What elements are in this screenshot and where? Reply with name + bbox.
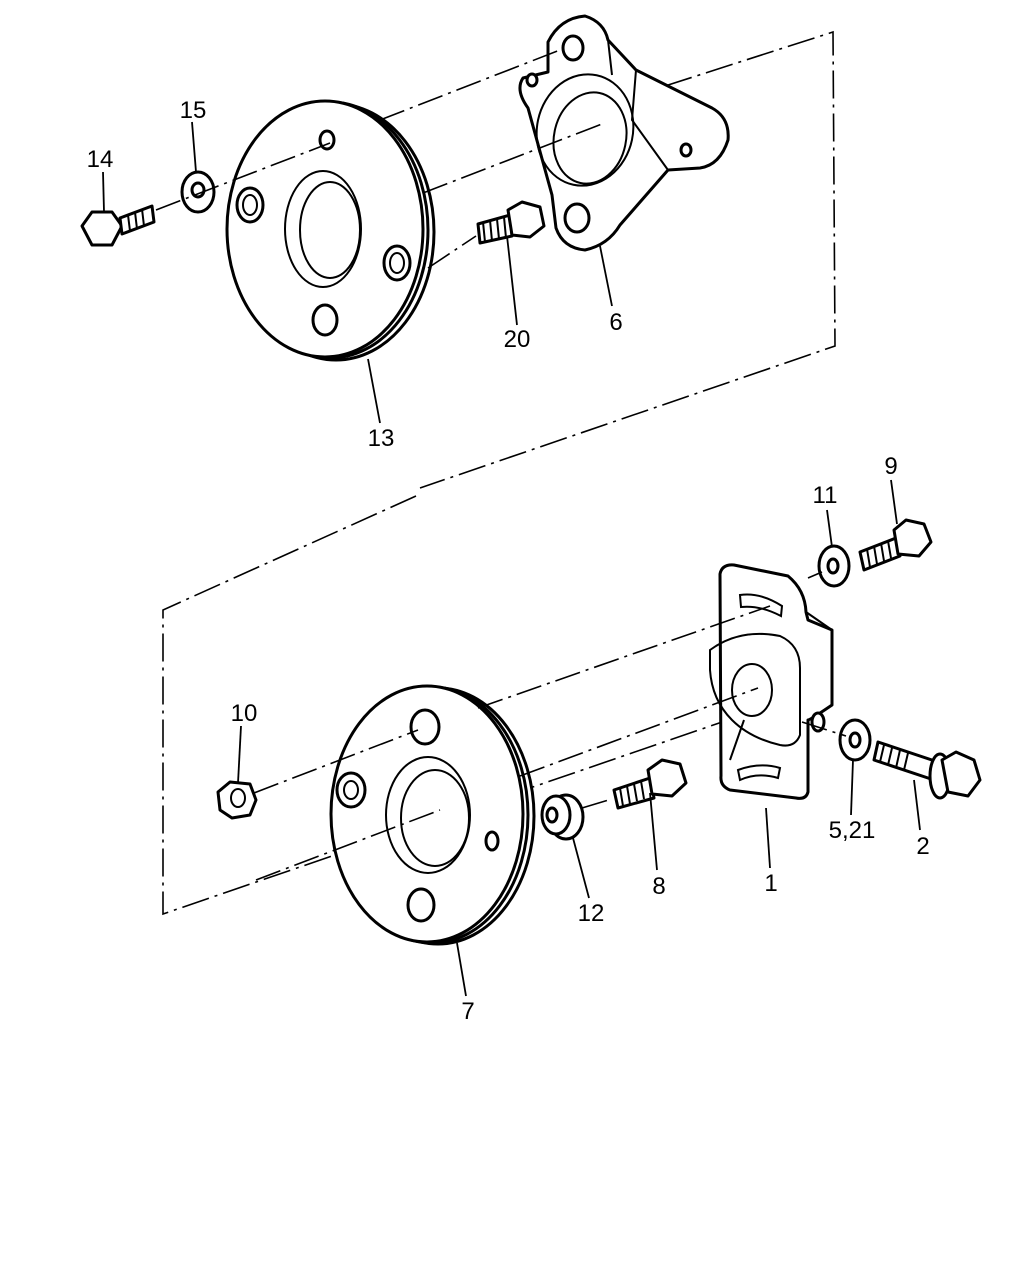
callout-2: 2: [916, 833, 929, 860]
callout-9: 9: [884, 453, 897, 480]
callout-12: 12: [578, 900, 605, 927]
part-2-flange-bolt: [872, 740, 982, 800]
callout-7: 7: [461, 998, 474, 1025]
lower-assembly-axes: [253, 571, 847, 881]
callout-1: 1: [764, 870, 777, 897]
part-8-bolt: [612, 758, 688, 810]
part-1-adjusting-plate: [709, 563, 834, 800]
callout-13: 13: [368, 425, 395, 452]
upper-assembly-axes: [155, 49, 603, 269]
callout-leaders: [102, 121, 921, 997]
callout-11: 11: [813, 482, 838, 509]
part-5-21-washer: [838, 718, 872, 762]
callout-8: 8: [652, 873, 665, 900]
part-20-bolt: [476, 200, 546, 245]
part-15-washer: [180, 170, 216, 214]
part-11-washer: [817, 544, 851, 588]
callout-10: 10: [231, 700, 258, 727]
part-13-flange-plate: [225, 99, 436, 362]
callout-6: 6: [609, 309, 622, 336]
callout-5-21: 5,21: [829, 817, 876, 844]
callout-labels: 14 15 20 6 13 11 9 10 1 8 12 7 5,21 2: [87, 97, 930, 1025]
callout-15: 15: [180, 97, 207, 124]
part-7-flange-plate: [329, 684, 536, 946]
callout-20: 20: [504, 326, 531, 353]
part-9-bolt: [858, 518, 933, 572]
callout-14: 14: [87, 146, 114, 173]
part-6-bracket-housing: [518, 14, 730, 252]
part-10-hex-nut: [216, 780, 258, 820]
part-12-spacer-bushing: [540, 793, 585, 841]
part-14-hex-bolt: [80, 204, 156, 247]
upper-assembly-plane: [419, 30, 836, 489]
